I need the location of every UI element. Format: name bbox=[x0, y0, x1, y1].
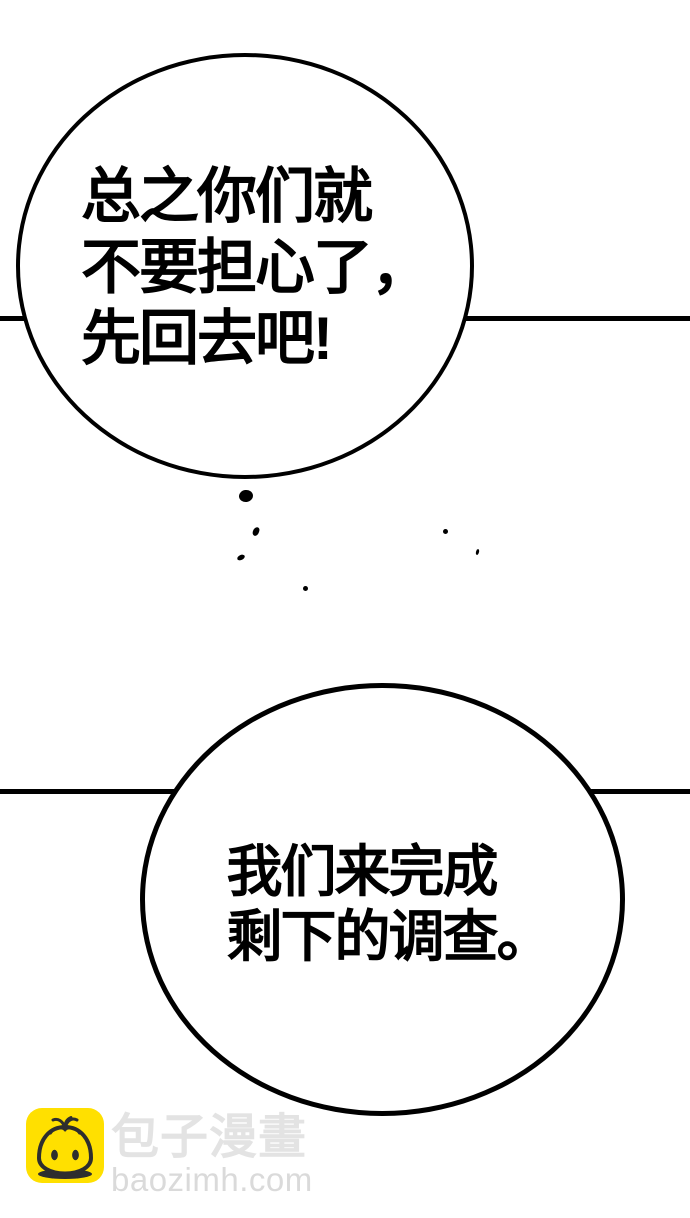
speech-line: 剩下的调查。 bbox=[226, 904, 553, 968]
watermark-site-name: 包子漫畫 bbox=[111, 1111, 308, 1164]
ink-speck bbox=[303, 586, 308, 591]
ink-speck bbox=[443, 529, 448, 534]
speech-line: 总之你们就 bbox=[81, 162, 373, 230]
watermark-site-url: baozimh.com bbox=[111, 1161, 313, 1198]
watermark: 包子漫畫 baozimh.com bbox=[26, 1108, 313, 1197]
ink-speck bbox=[238, 489, 254, 503]
ink-speck bbox=[236, 553, 246, 562]
speech-bubble-bottom: 我们来完成 剩下的调查。 bbox=[140, 683, 625, 1116]
speech-line: 先回去吧! bbox=[81, 304, 333, 372]
speech-line: 我们来完成 bbox=[226, 839, 499, 903]
ink-speck bbox=[251, 526, 261, 537]
speech-line: 不要担心了， bbox=[81, 233, 431, 301]
speech-bubble-top-text: 总之你们就 不要担心了， 先回去吧! bbox=[81, 161, 431, 374]
watermark-text: 包子漫畫 baozimh.com bbox=[111, 1108, 313, 1197]
speech-bubble-top: 总之你们就 不要担心了， 先回去吧! bbox=[16, 53, 474, 479]
speech-bubble-bottom-text: 我们来完成 剩下的调查。 bbox=[226, 839, 553, 969]
baozi-bun-icon bbox=[26, 1108, 104, 1183]
ink-speck bbox=[475, 548, 480, 556]
